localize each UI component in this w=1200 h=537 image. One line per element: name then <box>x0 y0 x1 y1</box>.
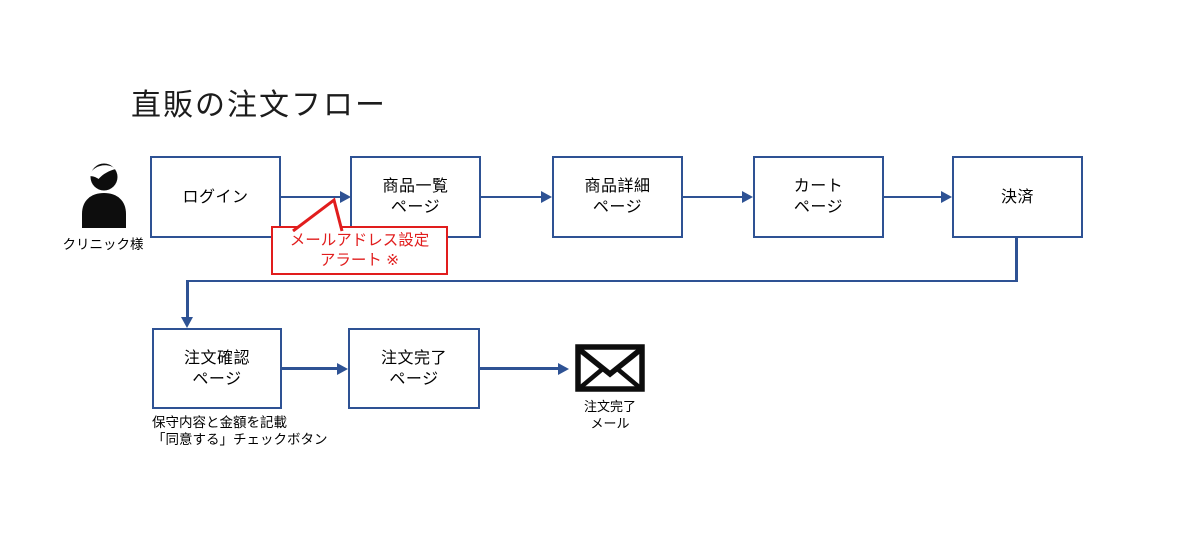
page-title: 直販の注文フロー <box>131 89 387 122</box>
arrow-login-to-product-list <box>281 195 341 199</box>
arrowhead-complete-to-email <box>558 362 569 375</box>
arrow-detail-to-cart <box>683 195 743 199</box>
order-confirm-note: 保守内容と金額を記載 「同意する」チェックボタン <box>152 415 328 447</box>
flow-step-cart: カート ページ <box>753 156 884 238</box>
arrowhead-product-list-to-detail <box>541 191 552 203</box>
arrow-cart-to-payment <box>884 195 942 199</box>
email-label: 注文完了 メール <box>583 399 636 431</box>
flow-step-order-confirm: 注文確認 ページ <box>152 328 282 409</box>
connector-return-horizontal <box>186 279 1017 282</box>
arrowhead-cart-to-payment <box>941 191 952 203</box>
connector-down-to-confirm <box>186 279 189 318</box>
flow-step-order-complete: 注文完了 ページ <box>348 328 480 409</box>
alert-callout-pointer <box>292 197 344 232</box>
arrowhead-detail-to-cart <box>742 191 753 203</box>
person-icon <box>82 163 126 228</box>
connector-payment-down <box>1015 238 1018 282</box>
envelope-icon <box>575 344 645 392</box>
arrowhead-confirm-to-complete <box>337 362 348 375</box>
arrowhead-login-to-product-list <box>340 191 351 203</box>
arrow-confirm-to-complete <box>282 367 338 370</box>
arrow-complete-to-email <box>480 367 559 370</box>
flow-step-product-detail: 商品詳細 ページ <box>552 156 683 238</box>
alert-callout: メールアドレス設定 アラート ※ <box>271 226 448 275</box>
arrow-product-list-to-detail <box>481 195 542 199</box>
arrowhead-to-order-confirm <box>181 317 193 328</box>
flow-step-login: ログイン <box>150 156 281 238</box>
flow-step-payment: 決済 <box>952 156 1083 238</box>
actor-label: クリニック様 <box>62 237 144 252</box>
